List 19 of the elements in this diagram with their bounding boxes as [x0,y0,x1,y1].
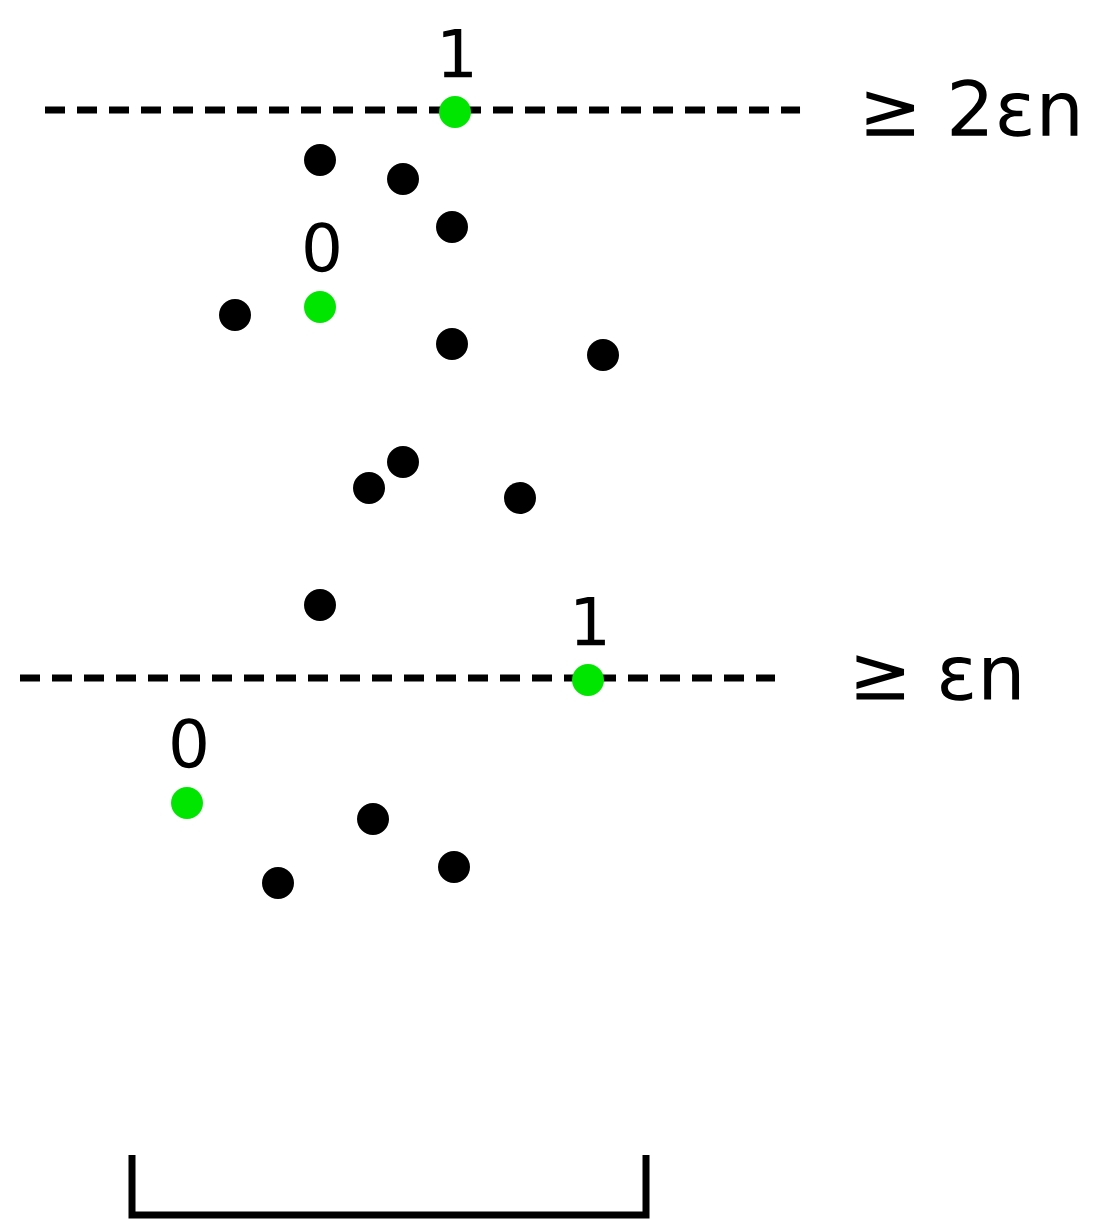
dot [436,211,468,243]
node-label: 0 [172,718,206,769]
dot [438,851,470,883]
dot [504,482,536,514]
node-label: 0 [305,222,339,273]
node-label: 1 [576,597,605,646]
node-label: 1 [443,29,472,78]
dot [304,144,336,176]
dot [587,339,619,371]
dot [353,472,385,504]
dot [219,299,251,331]
dot [357,803,389,835]
dot [436,328,468,360]
dot [262,867,294,899]
dot [387,163,419,195]
bound-label: ≥ 2εn [866,79,1078,137]
bound-label: ≥ εn [856,655,1020,701]
dot [387,446,419,478]
dot [304,589,336,621]
